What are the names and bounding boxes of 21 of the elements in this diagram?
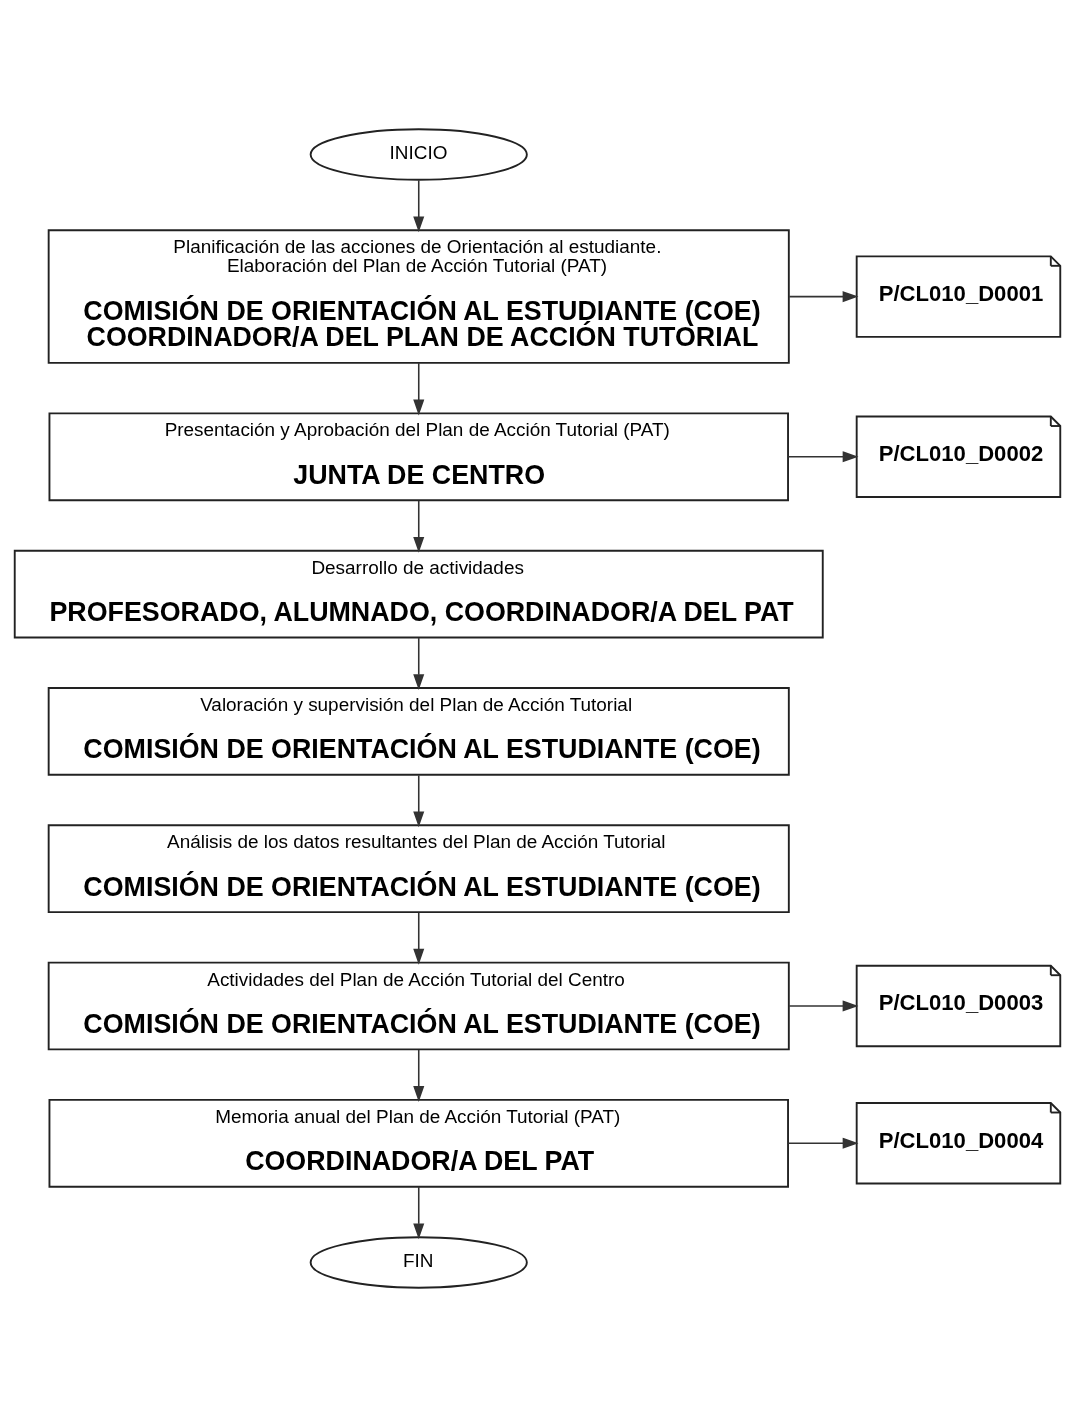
arrow [413, 637, 425, 691]
node-box: Análisis de los datos resultantes del Plan de Acción Tutorial COMISIÓN DE ORIENTACIÓN AL ESTUDIANTE (COE) [47, 824, 790, 914]
arrow [413, 362, 425, 416]
arrow [788, 1000, 859, 1012]
node-box: Planificación de las acciones de Orientación al estudiante. Elaboración del Plan de Acción Tutorial (PAT) COMISIÓN DE ORIENTACIÓN AL ESTUDIANTE (COE) COORDINADOR/A DEL PLAN DE ACCIÓN TUTORIAL [47, 229, 790, 364]
arrow [413, 1185, 425, 1240]
node-box: Valoración y supervisión del Plan de Acción Tutorial COMISIÓN DE ORIENTACIÓN AL ESTUDIANTE (COE) [47, 687, 790, 776]
arrow [788, 291, 859, 303]
arrow [413, 911, 425, 965]
arrow [413, 179, 425, 233]
node-ellipse: FIN [309, 1236, 528, 1289]
arrow [787, 1137, 859, 1149]
node-box: Desarrollo de actividades PROFESORADO, ALUMNADO, COORDINADOR/A DEL PAT [13, 549, 824, 639]
arrow [413, 774, 425, 828]
arrow [787, 451, 859, 463]
node-box: Actividades del Plan de Acción Tutorial del Centro COMISIÓN DE ORIENTACIÓN AL ESTUDIANTE (COE) [47, 961, 790, 1051]
node-box: Presentación y Aprobación del Plan de Acción Tutorial (PAT) JUNTA DE CENTRO [48, 412, 789, 502]
node-ellipse: INICIO [309, 128, 528, 181]
arrow [413, 500, 425, 553]
arrow [413, 1049, 425, 1102]
node-box: Memoria anual del Plan de Acción Tutorial (PAT) COORDINADOR/A DEL PAT [48, 1098, 789, 1188]
